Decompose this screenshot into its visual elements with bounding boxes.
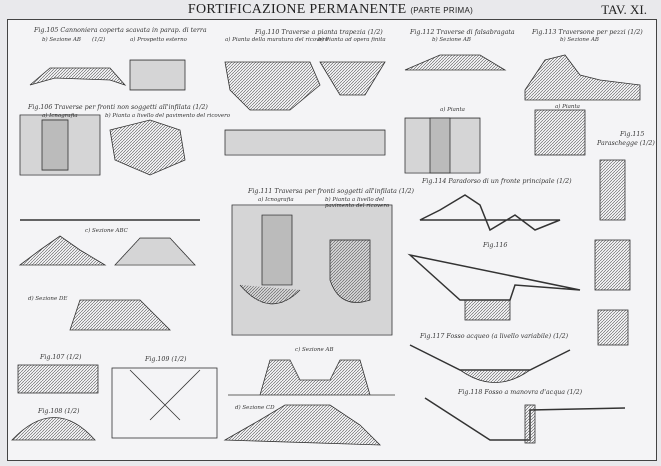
fig115-b: [594, 239, 631, 291]
fig105-caption: Fig.105 Cannoniera coperta scavata in pa…: [34, 27, 207, 34]
fig113-plan: [534, 109, 586, 156]
fig109-lines: [129, 369, 201, 421]
fig111-caption: Fig.111 Traversa per fronti soggetti all…: [248, 188, 414, 195]
fig111-sub-c: c) Sezione AB: [295, 347, 334, 353]
fig107-drawing: [17, 364, 99, 394]
fig111-sub-b: b) Pianta a livello del pavimento del ri…: [325, 197, 390, 209]
fig118-caption: Fig.118 Fosso a manovra d'acqua (1/2): [458, 389, 583, 396]
fig111-body: [261, 214, 293, 286]
fig111-ramp: [239, 284, 301, 305]
fig116-ditch: [464, 299, 511, 321]
fig115-a: [599, 159, 626, 221]
fig113-sub-a: a) Pianta: [555, 104, 580, 110]
fig107-caption: Fig.107 (1/2): [40, 354, 82, 361]
fig109-drawing: [111, 367, 218, 439]
fig111-section-ab: [228, 359, 395, 396]
fig106-sub-d: d) Sezione DE: [28, 296, 68, 302]
fig115-caption: Fig.115: [620, 131, 645, 138]
fig108-caption: Fig.108 (1/2): [38, 408, 80, 415]
plate-number: TAV. XI.: [601, 2, 647, 17]
fig110-plan-b: [319, 61, 386, 96]
fig106-section-de: [69, 299, 171, 331]
title-subtitle: (PARTE PRIMA): [410, 6, 474, 15]
fig111-sub-d: d) Sezione CD: [235, 405, 275, 411]
fig106-caption: Fig.106 Traverse per fronti non soggetti…: [28, 104, 208, 111]
plate-title: FORTIFICAZIONE PERMANENTE (PARTE PRIMA): [0, 2, 661, 18]
fig111-section-cd: [223, 404, 381, 446]
fig105-sub-a: a) Prospetto esterno: [130, 37, 187, 43]
fig106-plan: [109, 119, 186, 176]
fig110-sub-b: b) Pianta ad opera finita: [318, 37, 386, 43]
fig117-caption: Fig.117 Fosso acqueo (a livello variabil…: [420, 333, 569, 340]
fig115-name: Paraschegge (1/2): [597, 140, 655, 147]
fig108-drawing: [11, 417, 96, 441]
fig105-section: [29, 67, 127, 86]
fig113-caption: Fig.113 Traversone per pezzi (1/2): [532, 29, 643, 36]
fig110-section-b: [224, 129, 386, 156]
fig106-sub-a: a) Icnografia: [42, 113, 78, 119]
fig112-sub-b: b) Sezione AB: [432, 37, 471, 43]
fig105-scale: (1/2): [92, 37, 106, 43]
fig110-plan-a: [224, 61, 321, 111]
fig112-plan-core: [429, 117, 451, 174]
title-main: FORTIFICAZIONE PERMANENTE: [187, 2, 407, 17]
fig116-caption: Fig.116: [483, 242, 508, 249]
fig110-sub-a: a) Pianta della muratura del ricovero: [225, 37, 329, 43]
fig113-sub-b: b) Sezione AB: [560, 37, 599, 43]
fig117-water: [459, 369, 531, 383]
fig115-c: [597, 309, 629, 346]
fig112-section: [404, 54, 507, 71]
fig105-elevation: [129, 59, 186, 91]
fig106-door: [41, 119, 69, 171]
fig114-caption: Fig.114 Paradorso di un fronte principal…: [422, 178, 572, 185]
fig116-drawing: [407, 253, 581, 301]
fig114-drawing: [419, 194, 561, 232]
fig106-section-abc: [18, 235, 107, 266]
fig106-section-abc-2: [114, 237, 196, 266]
fig113-section: [524, 54, 641, 101]
fig106-sub-c: c) Sezione ABC: [85, 228, 128, 234]
fig117-drawing: [409, 344, 571, 371]
fig111-sub-a: a) Icnografia: [258, 197, 294, 203]
fig109-caption: Fig.109 (1/2): [145, 356, 187, 363]
fig106-sub-b: b) Pianta a livello del pavimento del ri…: [105, 113, 231, 119]
fig112-caption: Fig.112 Traverse di falsabragata: [410, 29, 515, 36]
fig105-sub-b: b) Sezione AB: [42, 37, 81, 43]
fig110-caption: Fig.110 Traverse a pianta trapezia (1/2): [255, 29, 383, 36]
fig112-sub-a: a) Pianta: [440, 107, 465, 113]
fig118-wall: [524, 404, 536, 444]
fig111-recess: [329, 239, 371, 303]
